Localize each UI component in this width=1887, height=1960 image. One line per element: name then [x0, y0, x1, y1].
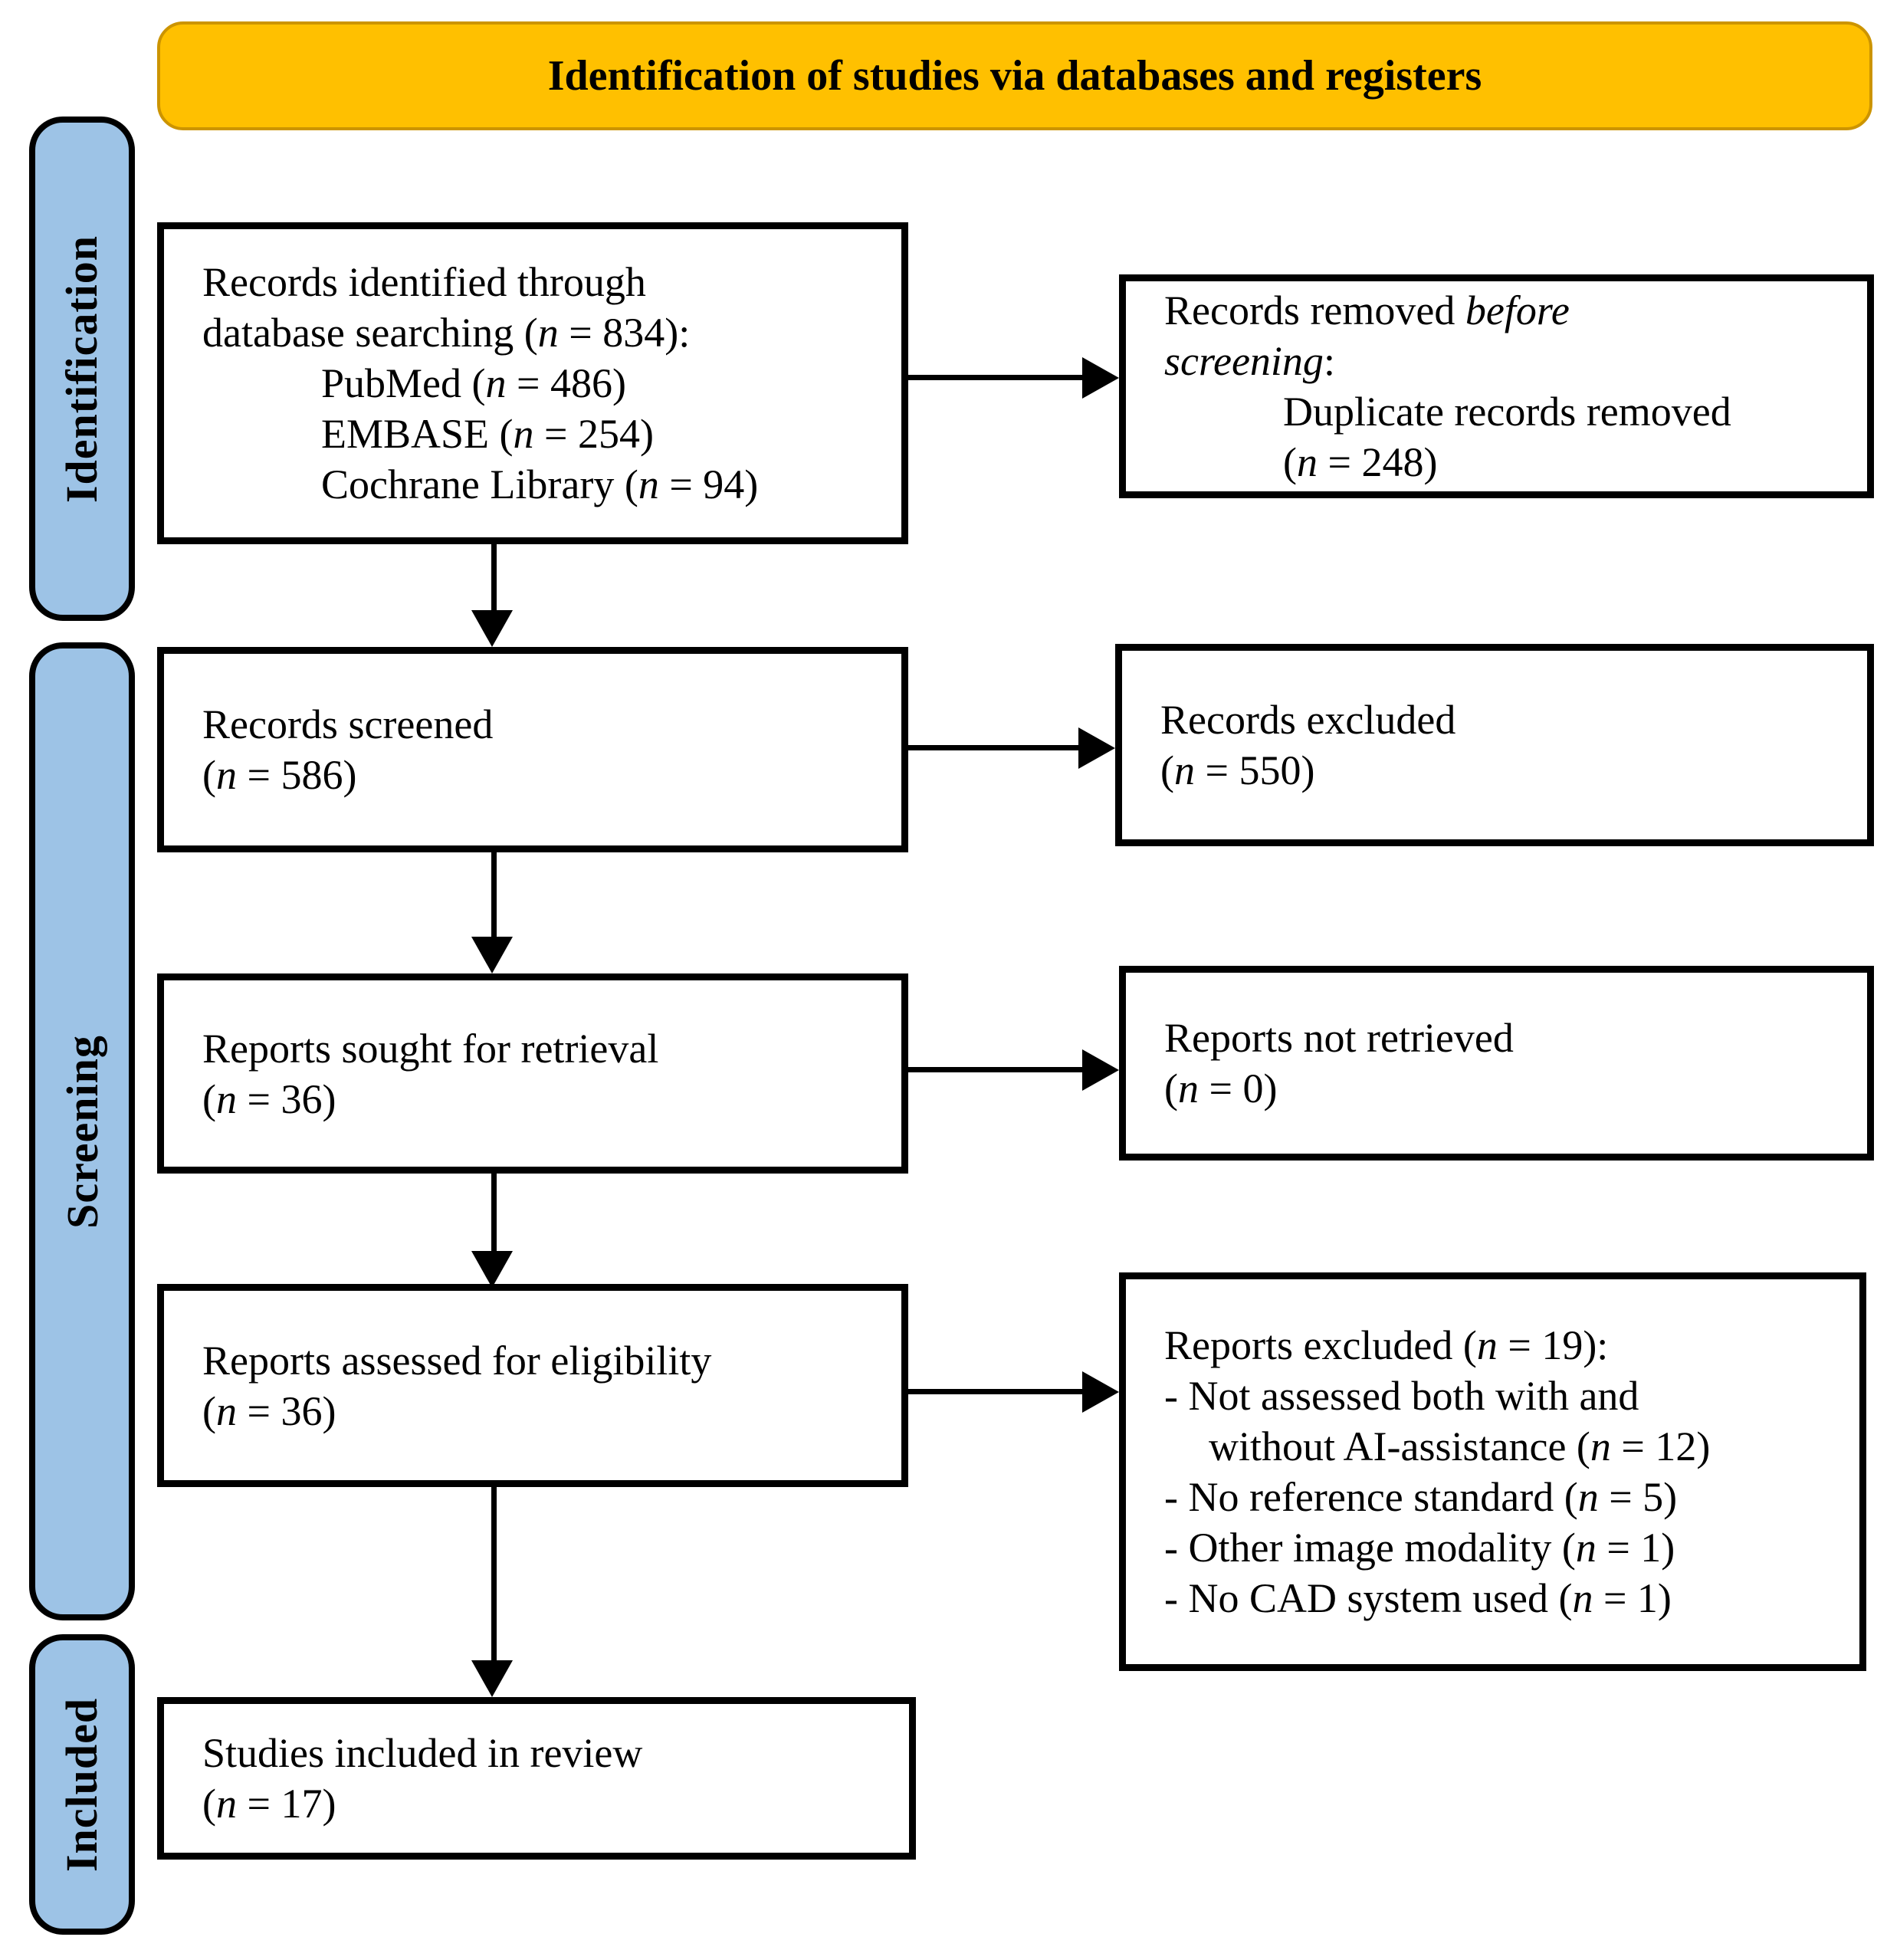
arrow-identified-to-screened-head: [471, 610, 513, 647]
arrow-screened-to-excluded-head: [1078, 727, 1115, 769]
arrow-screened-to-excluded-line: [908, 745, 1085, 750]
text-line: (n = 17): [202, 1781, 336, 1827]
text-line: - Not assessed both with and: [1164, 1373, 1639, 1419]
text-line: (n = 248): [1283, 439, 1438, 485]
box-records-excluded: Records excluded (n = 550): [1115, 644, 1874, 846]
text-line: Records removed before: [1164, 287, 1570, 333]
arrow-identified-to-removed-head: [1082, 357, 1119, 399]
text-line: Reports sought for retrieval: [202, 1025, 659, 1072]
arrow-assessed-to-excluded-line: [908, 1389, 1088, 1394]
text-line: - No CAD system used (n = 1): [1164, 1575, 1672, 1621]
box-reports-sought: Reports sought for retrieval (n = 36): [157, 973, 908, 1174]
text-line: EMBASE (n = 254): [321, 411, 654, 457]
arrow-sought-to-not-retrieved-head: [1082, 1049, 1119, 1091]
arrow-screened-to-sought-line: [491, 852, 497, 943]
text-line: (n = 36): [202, 1075, 336, 1122]
arrow-assessed-to-included-head: [471, 1660, 513, 1697]
stage-screening-label: Screening: [57, 1034, 107, 1229]
arrow-identified-to-screened-line: [491, 544, 497, 618]
text-line: - Other image modality (n = 1): [1164, 1525, 1675, 1571]
arrow-assessed-to-included-line: [491, 1487, 497, 1666]
stage-included: Included: [29, 1634, 135, 1935]
text-line: database searching (n = 834):: [202, 310, 691, 356]
text-line: Duplicate records removed: [1283, 389, 1731, 435]
arrow-assessed-to-excluded-head: [1082, 1371, 1119, 1413]
box-records-removed-before-screening: Records removed before screening: Duplic…: [1119, 274, 1874, 498]
diagram-title: Identification of studies via databases …: [547, 52, 1482, 100]
box-reports-excluded: Reports excluded (n = 19): - Not assesse…: [1119, 1272, 1866, 1671]
text-line: Studies included in review: [202, 1730, 643, 1776]
box-studies-included: Studies included in review (n = 17): [157, 1697, 916, 1860]
text-line: (n = 0): [1164, 1065, 1278, 1111]
diagram-title-banner: Identification of studies via databases …: [157, 21, 1872, 130]
text-line: - No reference standard (n = 5): [1164, 1474, 1678, 1520]
text-line: (n = 586): [202, 752, 357, 798]
arrow-sought-to-assessed-line: [491, 1174, 497, 1257]
text-line: Reports assessed for eligibility: [202, 1337, 712, 1384]
text-line: (n = 550): [1160, 747, 1315, 793]
stage-screening: Screening: [29, 642, 135, 1620]
arrow-sought-to-assessed-head: [471, 1251, 513, 1288]
text-line: Records screened: [202, 701, 494, 747]
text-line: Records excluded: [1160, 697, 1456, 743]
text-line: Cochrane Library (n = 94): [321, 461, 759, 507]
arrow-screened-to-sought-head: [471, 937, 513, 973]
box-records-screened: Records screened (n = 586): [157, 647, 908, 852]
stage-identification: Identification: [29, 117, 135, 621]
arrow-identified-to-removed-line: [908, 375, 1088, 380]
text-line: PubMed (n = 486): [321, 360, 626, 406]
text-line: screening:: [1164, 338, 1335, 384]
box-reports-not-retrieved: Reports not retrieved (n = 0): [1119, 966, 1874, 1161]
box-reports-assessed: Reports assessed for eligibility (n = 36…: [157, 1284, 908, 1487]
text-line: Records identified through: [202, 259, 646, 305]
text-line: without AI-assistance (n = 12): [1209, 1423, 1711, 1469]
arrow-sought-to-not-retrieved-line: [908, 1067, 1088, 1072]
stage-included-label: Included: [57, 1697, 107, 1872]
text-line: Reports excluded (n = 19):: [1164, 1322, 1609, 1368]
text-line: (n = 36): [202, 1387, 336, 1434]
stage-identification-label: Identification: [57, 235, 107, 503]
box-records-identified: Records identified through database sear…: [157, 222, 908, 544]
text-line: Reports not retrieved: [1164, 1015, 1514, 1061]
